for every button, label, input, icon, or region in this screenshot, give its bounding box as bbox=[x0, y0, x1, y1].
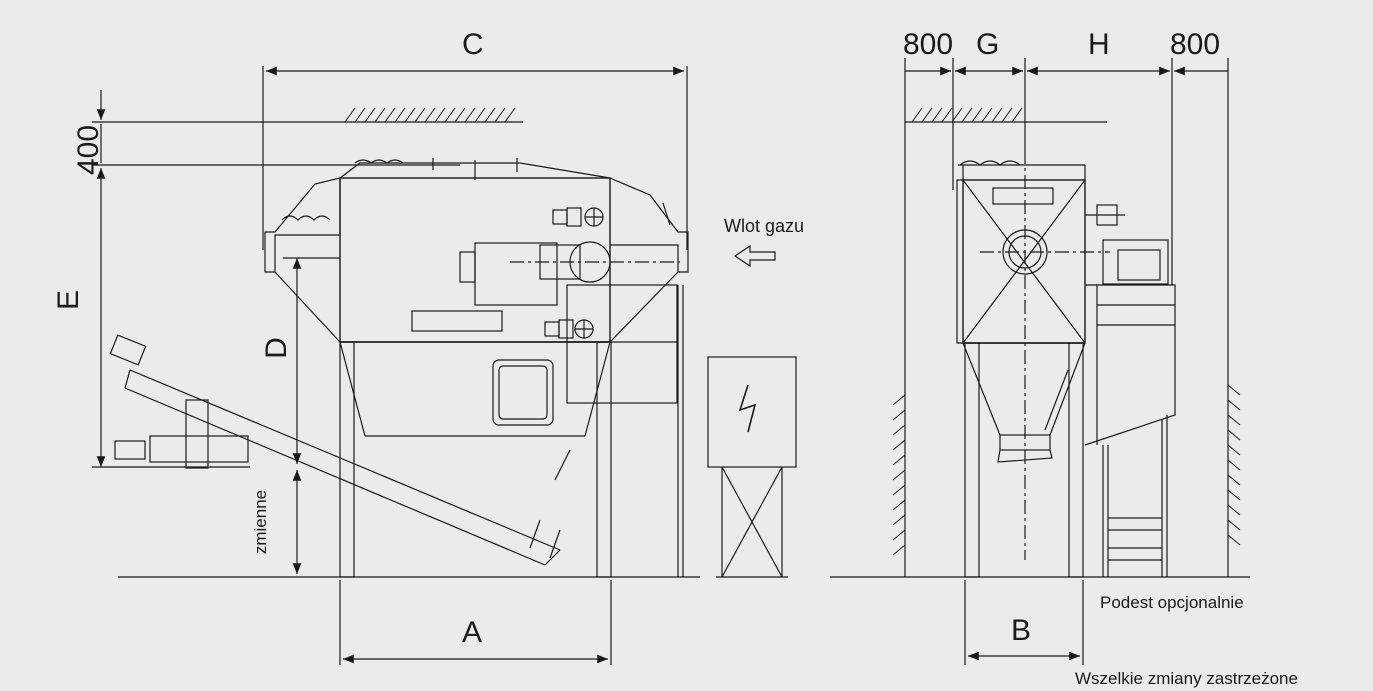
ceiling-hatch-right bbox=[911, 107, 1023, 123]
side-cabinet bbox=[566, 284, 678, 404]
front-view: Podest opcjonalnie 800 G H 800 B bbox=[830, 28, 1250, 665]
screw-support bbox=[185, 399, 209, 469]
motor-bottom bbox=[544, 319, 594, 339]
outlet-hood bbox=[609, 177, 689, 273]
housing-roof bbox=[339, 162, 611, 179]
ceiling-hatch-left bbox=[344, 107, 516, 123]
optional-platform bbox=[1102, 415, 1168, 577]
dim-label-c: C bbox=[462, 28, 484, 61]
screw-drive bbox=[149, 435, 249, 463]
wall-hatch-left bbox=[892, 394, 906, 556]
gas-inlet-label: Wlot gazu bbox=[724, 216, 804, 236]
leg-right bbox=[596, 341, 612, 578]
inlet-hood bbox=[264, 177, 341, 273]
wall-hatch-right bbox=[1227, 384, 1241, 546]
dim-label-e: E bbox=[52, 290, 85, 310]
dim-label-g: G bbox=[976, 28, 999, 61]
electrical-cabinet bbox=[707, 356, 797, 578]
disclaimer-text: Wszelkie zmiany zastrzeżone bbox=[1075, 669, 1298, 688]
inspection-hatch bbox=[492, 359, 554, 426]
dim-label-h: H bbox=[1088, 28, 1110, 61]
variable-height-label: zmienne bbox=[251, 490, 270, 554]
front-leg-left bbox=[964, 342, 980, 578]
motor-top bbox=[552, 207, 604, 227]
dim-label-400: 400 bbox=[72, 125, 105, 175]
screw-housing bbox=[411, 310, 503, 332]
front-side-duct bbox=[1102, 239, 1169, 285]
gas-inlet-arrow bbox=[733, 244, 776, 268]
roof-cleaning-manifold bbox=[354, 159, 404, 164]
dim-label-b: B bbox=[1011, 614, 1031, 647]
gas-duct bbox=[474, 242, 558, 306]
platform-label: Podest opcjonalnie bbox=[1100, 593, 1244, 612]
front-leg-right bbox=[1068, 342, 1084, 578]
dim-label-800-left: 800 bbox=[903, 28, 953, 61]
side-view: Wlot gazu C 400 E D zmienne A bbox=[52, 28, 804, 665]
screw-conveyor bbox=[109, 334, 571, 566]
dim-label-800-right: 800 bbox=[1170, 28, 1220, 61]
dim-label-a: A bbox=[462, 616, 482, 649]
dim-label-d: D bbox=[260, 337, 293, 359]
leg-left bbox=[339, 341, 355, 578]
